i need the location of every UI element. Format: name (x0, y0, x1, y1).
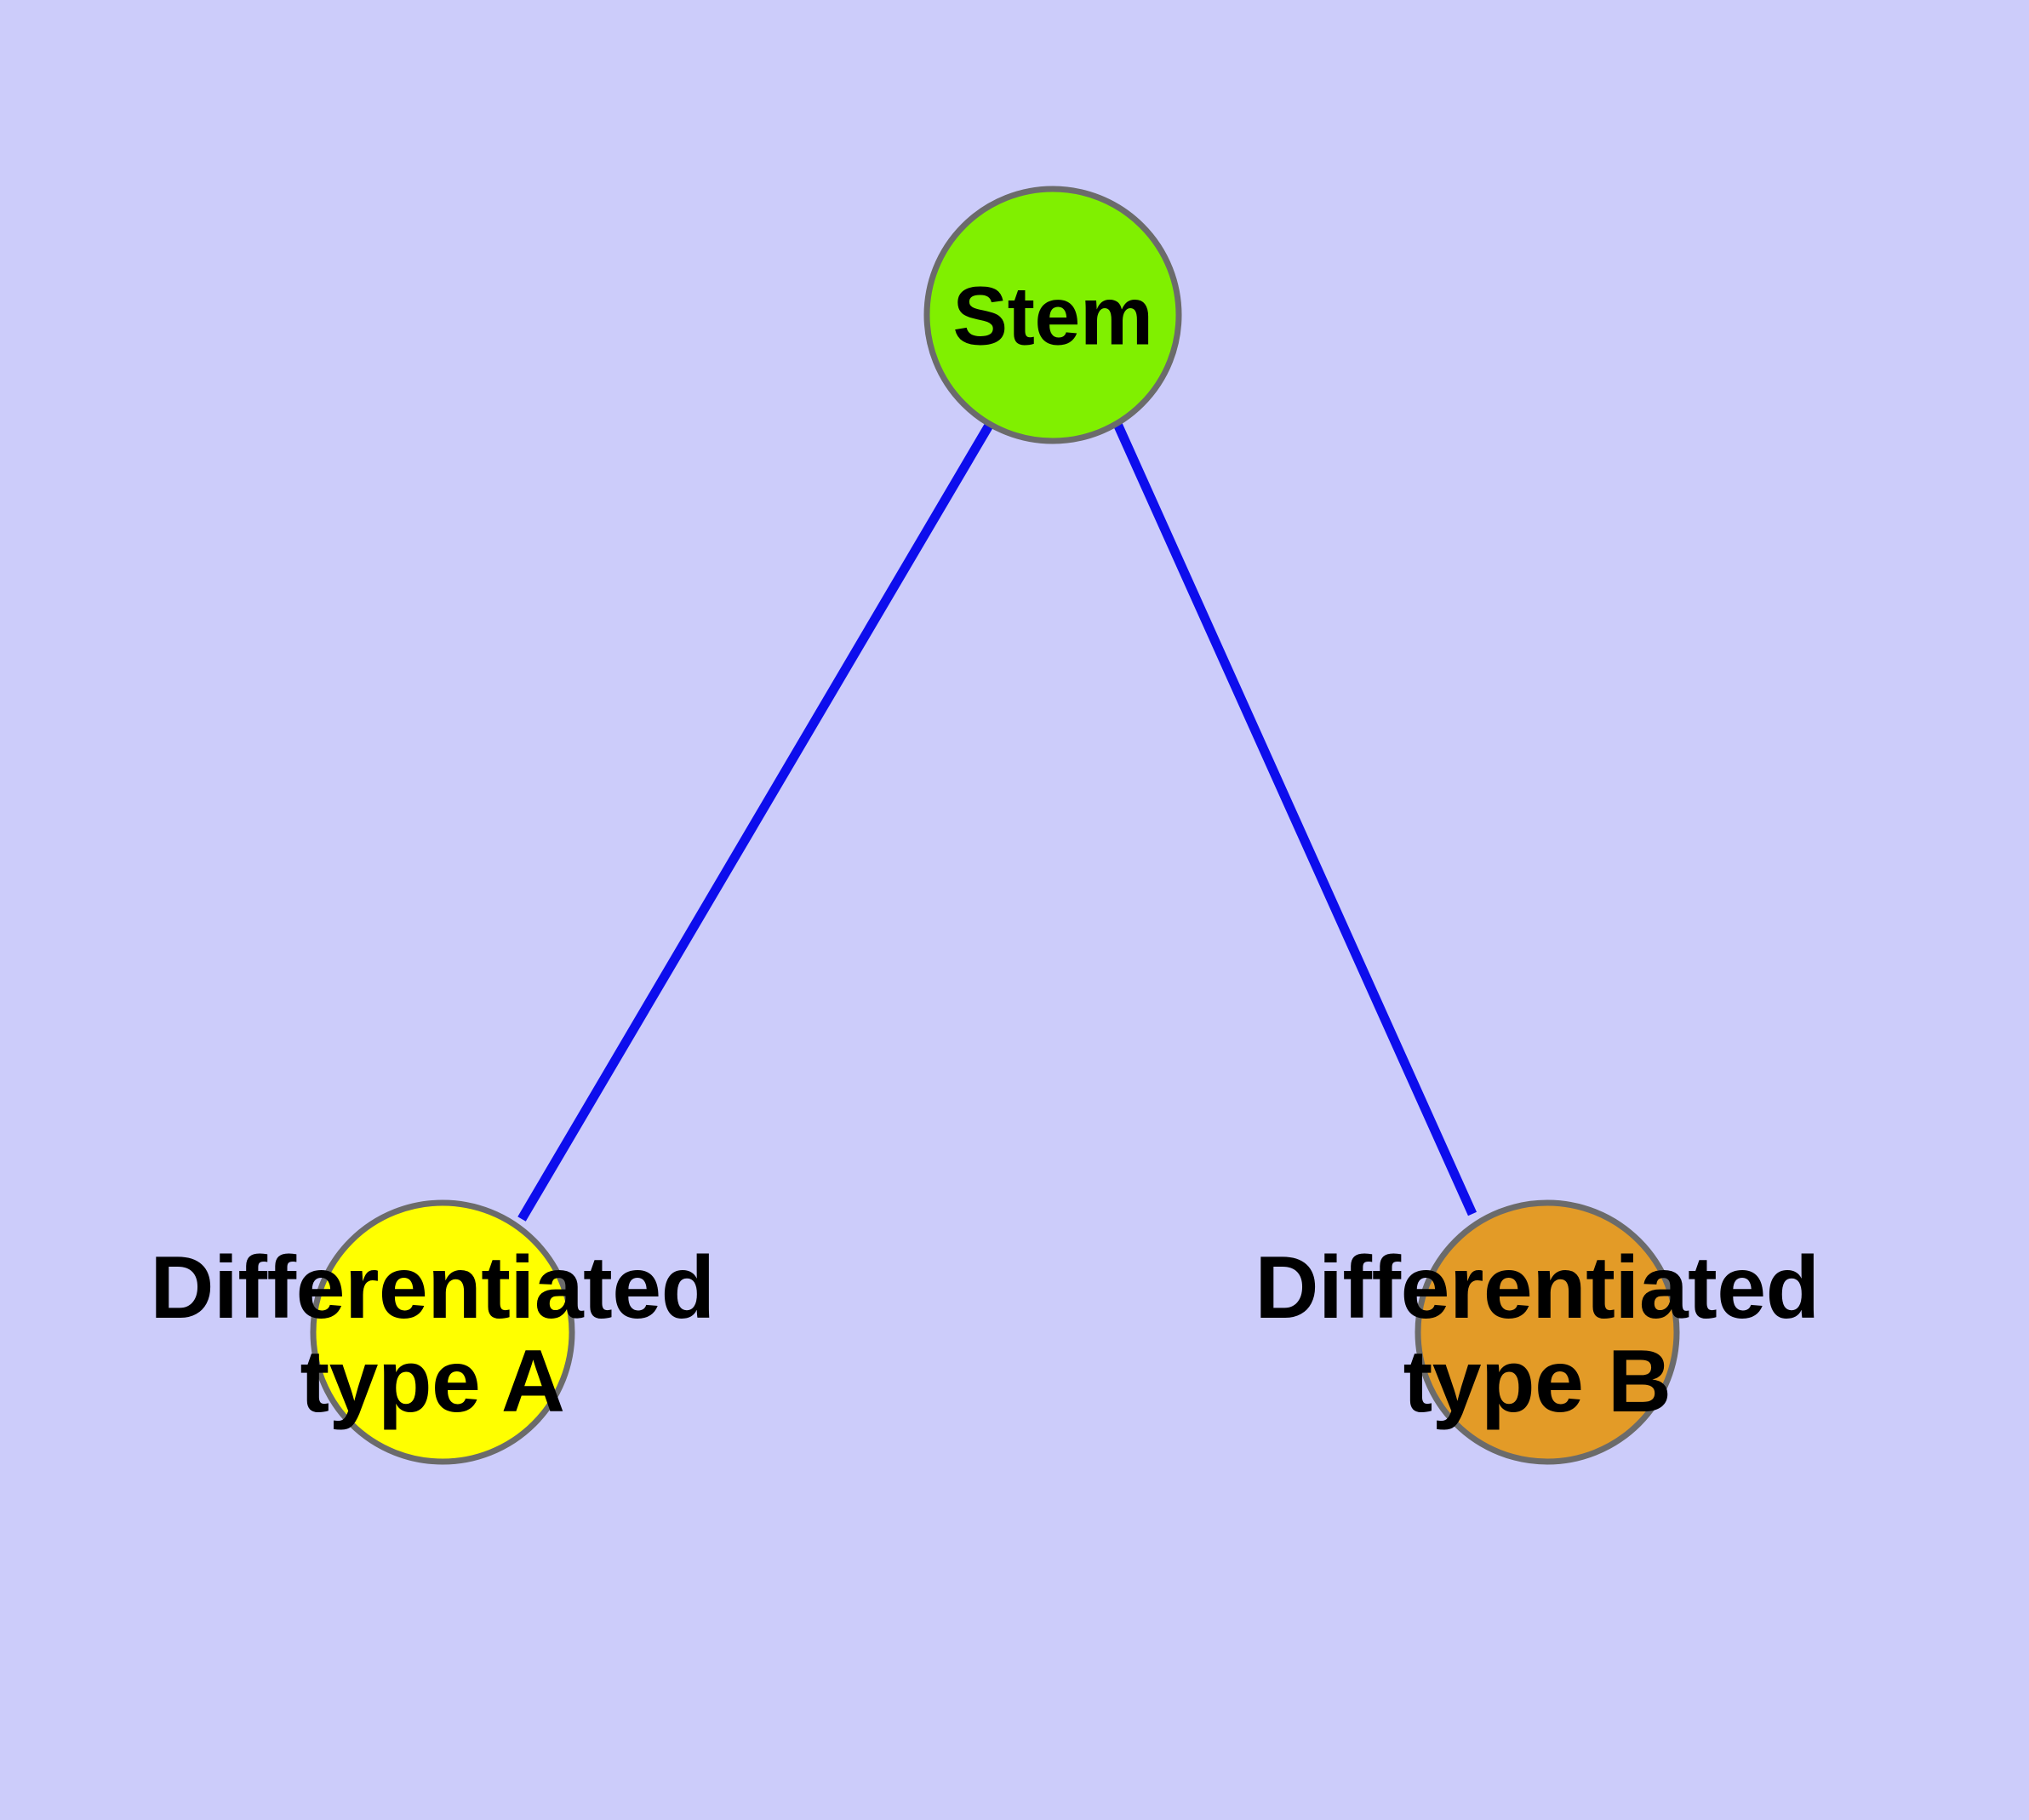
edge-stem-to-differentiated-type-a[interactable] (517, 421, 994, 1222)
node-circle-stem[interactable] (923, 186, 1182, 444)
edge-stem-to-differentiated-type-b[interactable] (1112, 421, 1477, 1216)
node-circle-differentiated-type-a[interactable] (310, 1199, 575, 1465)
node-circle-differentiated-type-b[interactable] (1415, 1199, 1680, 1465)
